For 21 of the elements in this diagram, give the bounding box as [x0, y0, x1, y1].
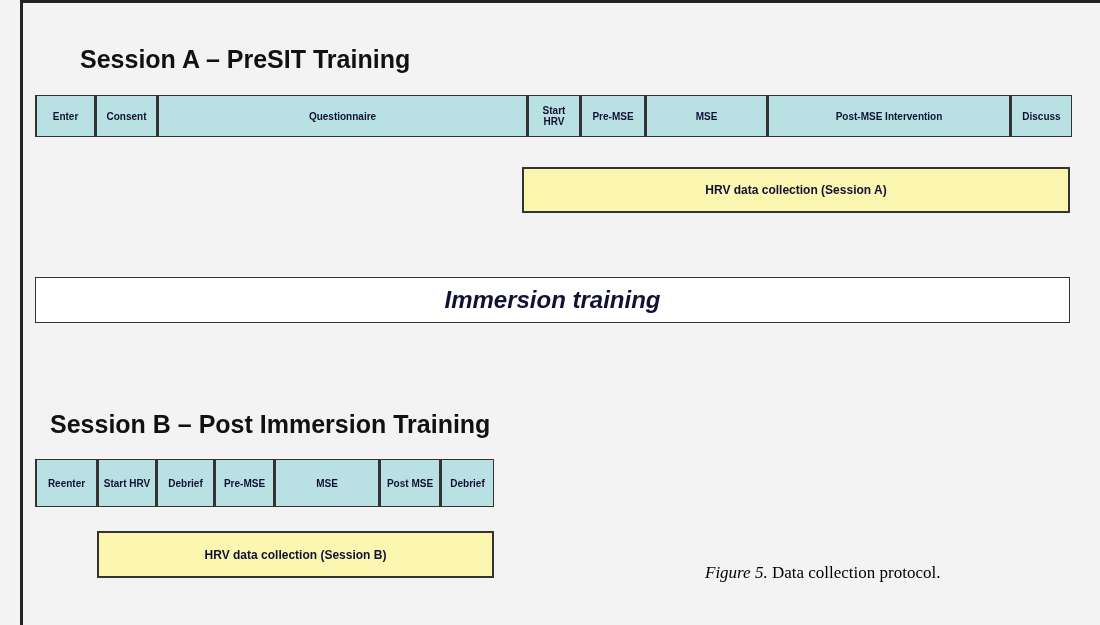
timeline-segment: Start HRV [527, 95, 580, 137]
timeline-segment: Pre-MSE [214, 459, 274, 507]
timeline-segment: MSE [274, 459, 379, 507]
timeline-segment: Questionnaire [157, 95, 527, 137]
timeline-segment: Pre-MSE [580, 95, 645, 137]
phase-band: Immersion training [35, 277, 1070, 323]
figure-caption: Figure 5. Data collection protocol. [705, 563, 941, 583]
data-collection-bar: HRV data collection (Session A) [522, 167, 1070, 213]
timeline-segment: Enter [35, 95, 95, 137]
timeline-segment: Debrief [440, 459, 494, 507]
timeline-segment: Discuss [1010, 95, 1072, 137]
section-heading: Session B – Post Immersion Training [50, 410, 491, 439]
section-heading: Session A – PreSIT Training [80, 45, 411, 74]
timeline-segment: Reenter [35, 459, 97, 507]
timeline-segment: Consent [95, 95, 157, 137]
timeline-segment: Post-MSE Intervention [767, 95, 1010, 137]
timeline-segment: Debrief [156, 459, 214, 507]
timeline-segment: MSE [645, 95, 767, 137]
data-collection-bar: HRV data collection (Session B) [97, 531, 494, 578]
timeline-segment: Start HRV [97, 459, 156, 507]
timeline-segment: Post MSE [379, 459, 440, 507]
